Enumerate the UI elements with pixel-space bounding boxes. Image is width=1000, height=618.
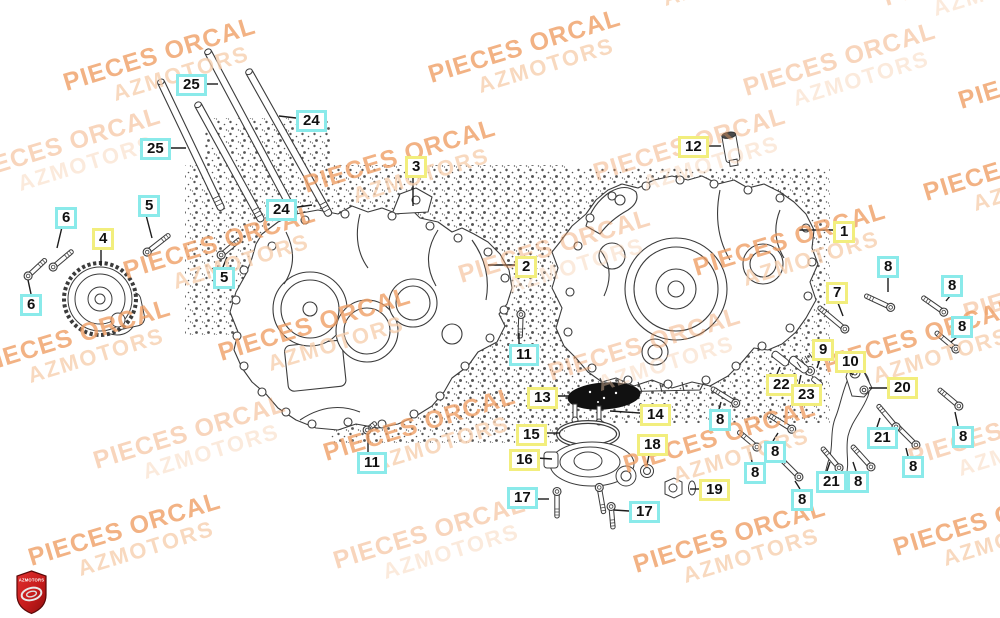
bolt	[820, 446, 844, 473]
part-label-8[interactable]: 8	[791, 489, 814, 511]
part-label-8[interactable]: 8	[709, 409, 732, 431]
dowel-22	[771, 350, 790, 367]
part-label-12[interactable]: 12	[678, 136, 709, 158]
bolt	[552, 486, 562, 519]
part-label-8[interactable]: 8	[902, 456, 925, 478]
part-label-2[interactable]: 2	[515, 256, 538, 278]
part-label-21[interactable]: 21	[816, 471, 847, 493]
part-label-11[interactable]: 11	[357, 452, 387, 474]
part-label-14[interactable]: 14	[640, 404, 671, 426]
part-label-8[interactable]: 8	[744, 462, 767, 484]
part-label-7[interactable]: 7	[826, 282, 849, 304]
bolt	[736, 429, 762, 452]
right-crankcase-half	[551, 175, 819, 393]
part-label-4[interactable]: 4	[92, 228, 115, 250]
bolt	[216, 237, 242, 260]
part-label-25[interactable]: 25	[140, 138, 171, 160]
part-label-23[interactable]: 23	[791, 384, 822, 406]
logo-shield	[16, 570, 47, 615]
part-label-10[interactable]: 10	[835, 351, 866, 373]
bolt	[516, 309, 526, 339]
bolt	[934, 330, 961, 354]
bolt	[864, 293, 896, 312]
bolt	[817, 305, 850, 334]
part-label-17[interactable]: 17	[507, 487, 538, 509]
spring-23	[788, 352, 814, 374]
part-label-20[interactable]: 20	[887, 377, 918, 399]
bolt	[606, 501, 616, 530]
logo-emblem	[20, 586, 43, 602]
part-label-8[interactable]: 8	[877, 256, 900, 278]
part-label-18[interactable]: 18	[637, 434, 668, 456]
bolt-12	[721, 131, 741, 168]
left-crankcase-half	[229, 187, 513, 431]
oil-strainer	[567, 382, 641, 426]
part-label-8[interactable]: 8	[764, 441, 787, 463]
cylinder-studs	[157, 48, 333, 223]
part-label-5[interactable]: 5	[213, 267, 236, 289]
part-label-13[interactable]: 13	[527, 387, 558, 409]
part-label-16[interactable]: 16	[509, 449, 540, 471]
part-label-21[interactable]: 21	[867, 427, 898, 449]
bolt	[594, 482, 607, 515]
part-label-25[interactable]: 25	[176, 74, 207, 96]
azmotors-logo[interactable]: AZMOTORS	[16, 570, 47, 618]
part-label-15[interactable]: 15	[516, 424, 547, 446]
drain-plug	[664, 477, 696, 499]
bolt	[710, 386, 741, 408]
part-label-8[interactable]: 8	[952, 426, 975, 448]
bolt	[362, 421, 378, 435]
part-label-22[interactable]: 22	[766, 374, 797, 396]
bolt	[766, 412, 797, 434]
part-label-8[interactable]: 8	[847, 471, 870, 493]
fastener-bolts	[23, 233, 964, 530]
part-label-6[interactable]: 6	[20, 294, 43, 316]
oil-pump-cover	[543, 441, 637, 487]
part-label-11[interactable]: 11	[509, 344, 539, 366]
part-label-24[interactable]: 24	[296, 110, 327, 132]
part-label-19[interactable]: 19	[699, 479, 730, 501]
bolt	[937, 387, 964, 411]
logo-text: AZMOTORS	[19, 578, 44, 583]
bolt	[23, 257, 48, 281]
part-label-8[interactable]: 8	[941, 275, 964, 297]
bolt	[48, 249, 74, 272]
part-label-5[interactable]: 5	[138, 195, 161, 217]
part-label-8[interactable]: 8	[951, 316, 974, 338]
oil-pump-gear	[62, 261, 146, 337]
part-label-3[interactable]: 3	[405, 156, 428, 178]
part-label-6[interactable]: 6	[55, 207, 78, 229]
part-label-17[interactable]: 17	[629, 501, 660, 523]
part-label-1[interactable]: 1	[833, 221, 856, 243]
bolt	[142, 233, 171, 257]
part-label-9[interactable]: 9	[812, 339, 835, 361]
bolt	[850, 444, 876, 472]
bolt	[921, 295, 949, 317]
part-label-24[interactable]: 24	[266, 199, 297, 221]
